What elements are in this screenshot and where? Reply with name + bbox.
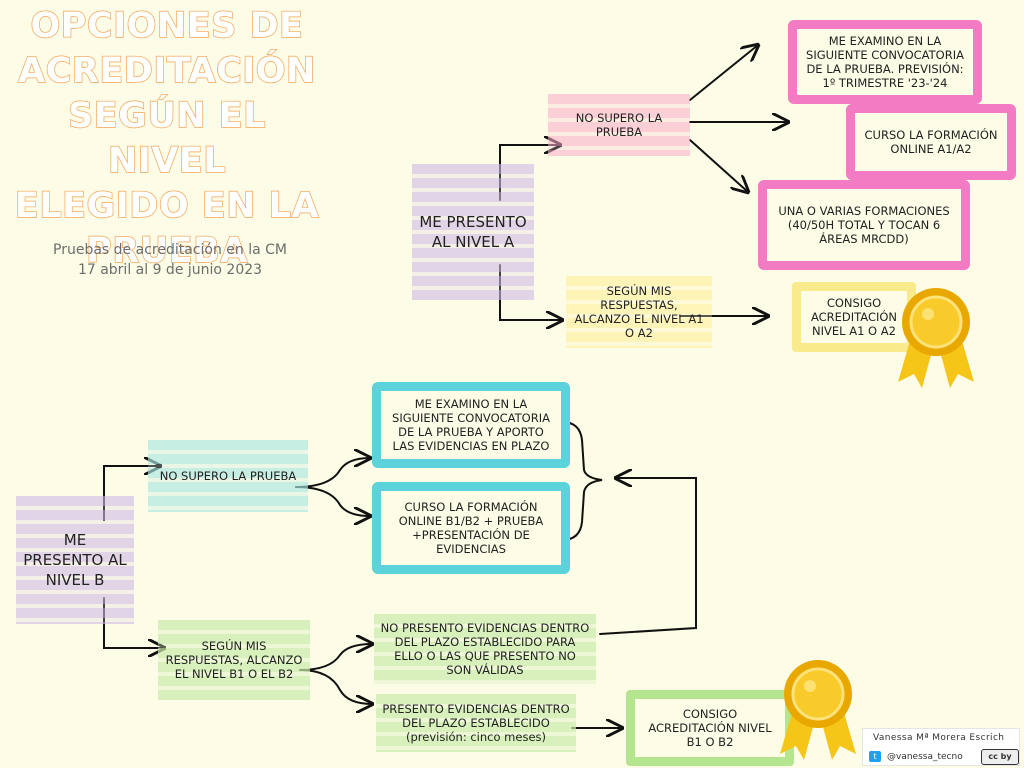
twitter-handle: @vanessa_tecno [887, 752, 963, 762]
arrow-b-no-presento [299, 644, 372, 671]
node-b-presento-main: PRESENTO EVIDENCIAS DENTRO DEL PLAZO EST… [382, 702, 570, 730]
node-b-no-supero: NO SUPERO LA PRUEBA [148, 440, 308, 512]
subtitle-line: 17 abril al 9 de junio 2023 [77, 262, 263, 278]
node-a-root: ME PRESENTO AL NIVEL A [412, 164, 534, 300]
node-a-consigo: CONSIGO ACREDITACIÓN NIVEL A1 o A2 [792, 282, 916, 352]
node-a-curso: CURSO LA FORMACIÓN ONLINE A1/A2 [846, 104, 1016, 180]
twitter-icon: t [869, 751, 881, 762]
author-name: Vanessa Mª Morera Escrich [873, 733, 1005, 743]
arrow-b-examen [295, 458, 370, 488]
node-b-root: ME PRESENTO AL NIVEL B [16, 496, 134, 624]
title-line: ELEGIDO EN LA [14, 185, 320, 226]
title-line: ACREDITACIÓN [17, 50, 316, 91]
arrow-loop-back [599, 478, 697, 635]
node-a-examen: ME EXAMINO EN LA SIGUIENTE CONVOCATORIA … [788, 20, 982, 104]
subtitle: Pruebas de acreditación en la CM 17 abri… [20, 240, 320, 280]
title-line: OPCIONES DE [30, 5, 304, 46]
medal-icon [898, 288, 974, 388]
node-a-no-supero: NO SUPERO LA PRUEBA [548, 94, 690, 156]
node-a-segun: SEGÚN MIS RESPUESTAS, ALCANZO EL NIVEL A… [566, 276, 712, 348]
page-title: OPCIONES DE ACREDITACIÓN SEGÚN EL NIVEL … [8, 4, 326, 274]
node-b-examen: ME EXAMINO EN LA SIGUIENTE CONVOCATORIA … [372, 382, 570, 468]
arrow-a-formaciones [689, 139, 748, 192]
brace [561, 421, 603, 541]
arrow-b-presento [299, 669, 372, 704]
title-line: SEGÚN EL NIVEL [67, 95, 266, 181]
subtitle-line: Pruebas de acreditación en la CM [53, 242, 287, 258]
title-line: PRUEBA [85, 230, 248, 271]
cc-license-icon: cc by [981, 749, 1019, 765]
node-b-segun: SEGÚN MIS RESPUESTAS, ALCANZO EL NIVEL B… [158, 620, 310, 700]
node-b-no-presento: NO PRESENTO EVIDENCIAS DENTRO DEL PLAZO … [374, 614, 596, 684]
node-b-consigo: CONSIGO ACREDITACIÓN NIVEL B1 o B2 [626, 690, 794, 766]
node-b-presento-note: (previsión: cinco meses) [405, 730, 547, 744]
arrow-a-examen [689, 45, 758, 101]
node-b-curso: CURSO LA FORMACIÓN ONLINE B1/B2 + PRUEBA… [372, 482, 570, 574]
medal-icon [780, 660, 856, 760]
arrow-b-curso [295, 486, 370, 516]
node-a-formaciones: UNA O VARIAS FORMACIONES (40/50h total y… [758, 180, 970, 270]
node-b-presento: PRESENTO EVIDENCIAS DENTRO DEL PLAZO EST… [376, 694, 576, 752]
author-credit: Vanessa Mª Morera Escrich t @vanessa_tec… [862, 728, 1020, 766]
